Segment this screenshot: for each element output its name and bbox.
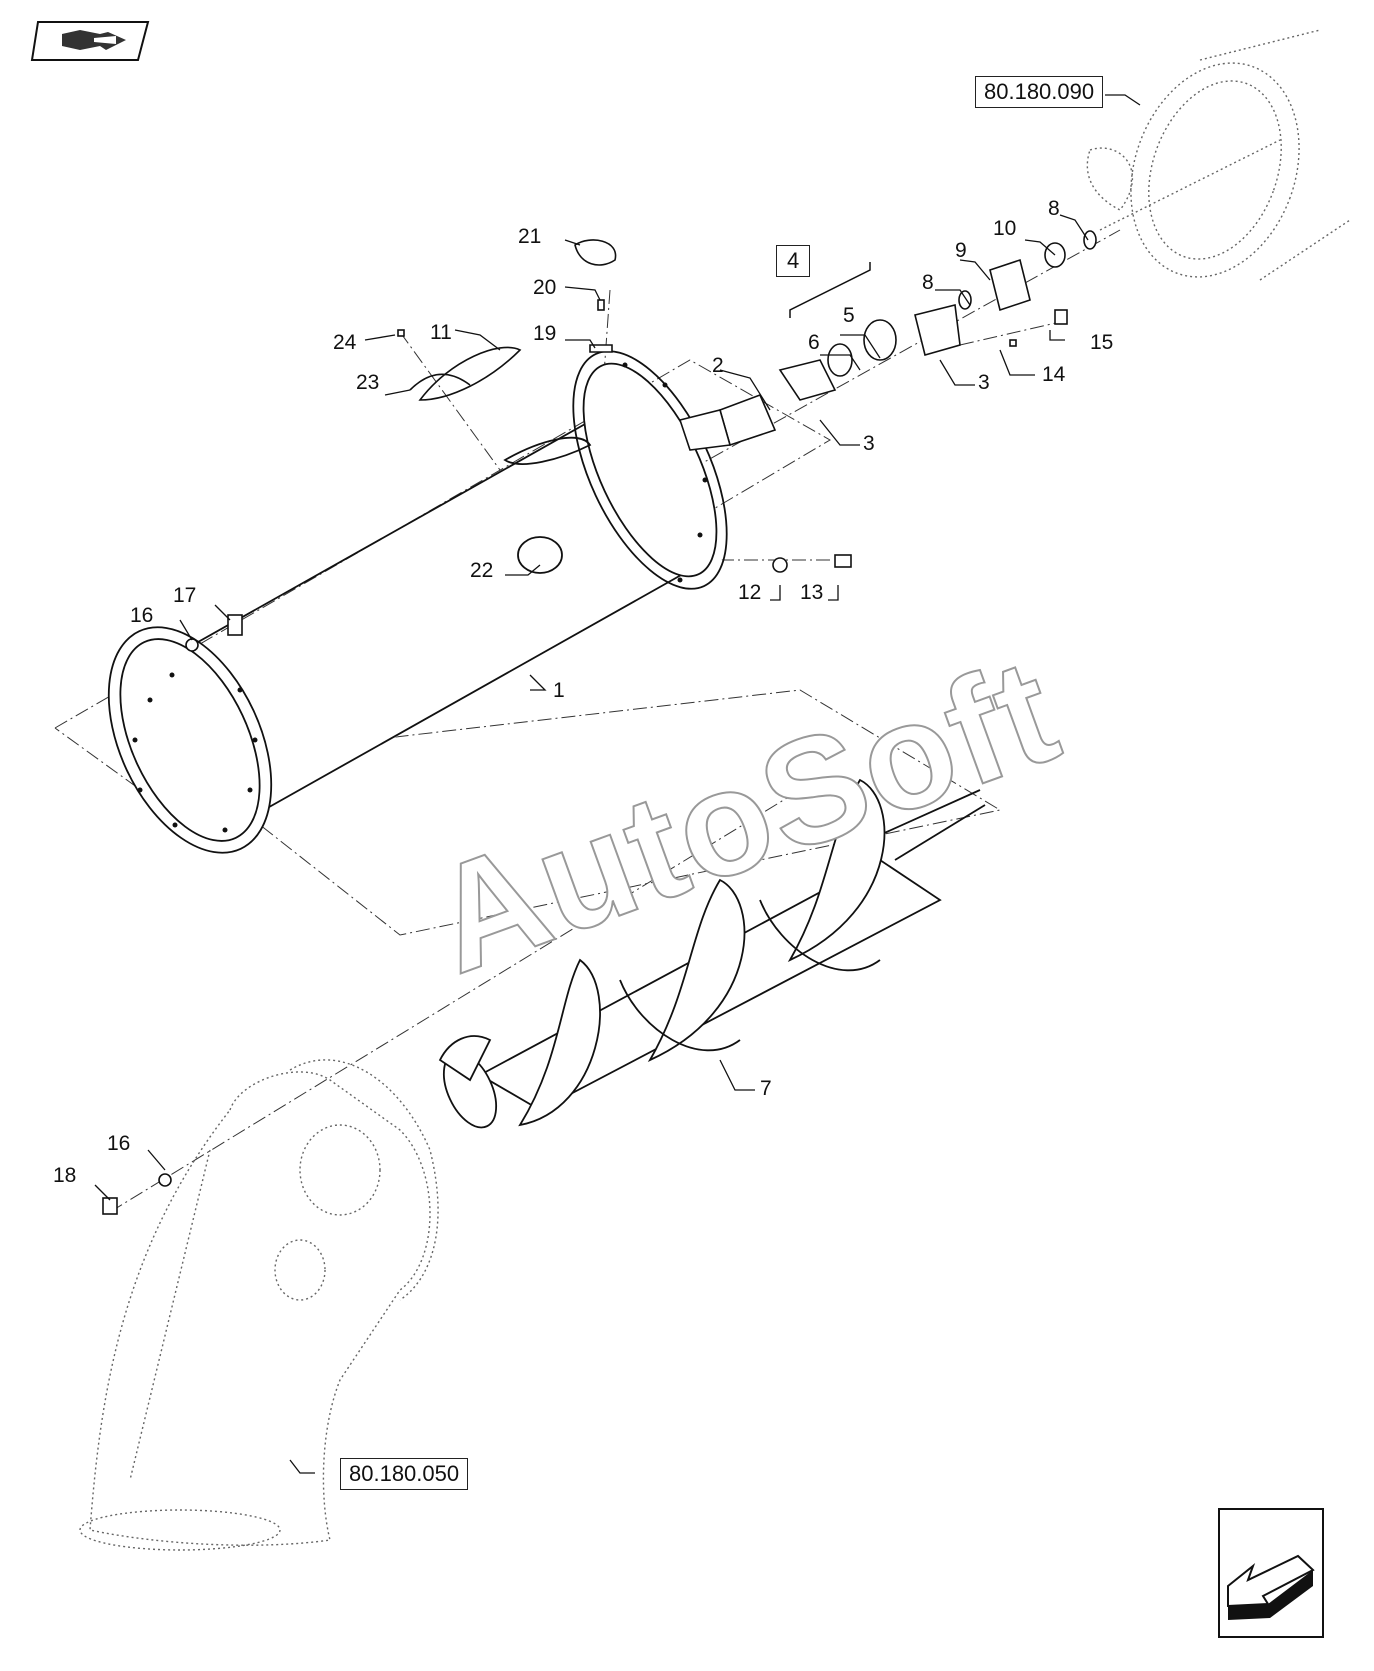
callout-18: 18 xyxy=(53,1164,77,1187)
callout-19: 19 xyxy=(533,322,557,345)
callout-17: 17 xyxy=(173,584,197,607)
callout-1: 1 xyxy=(553,679,565,702)
reference-top[interactable]: 80.180.090 xyxy=(975,76,1104,108)
callout-14: 14 xyxy=(1042,363,1066,386)
book-arrow-icon xyxy=(30,21,150,61)
callout-9: 9 xyxy=(955,239,967,262)
callout-3b: 3 xyxy=(978,371,990,394)
flight-axis xyxy=(109,789,801,1213)
callout-21: 21 xyxy=(518,225,542,248)
small-parts xyxy=(102,230,1097,1215)
leader-lines xyxy=(94,94,1141,1474)
callout-12: 12 xyxy=(738,581,762,604)
callout-10: 10 xyxy=(993,217,1017,240)
callout-2: 2 xyxy=(712,354,724,377)
auger-outline xyxy=(179,689,1002,936)
callout-15: 15 xyxy=(1090,331,1114,354)
reference-bottom[interactable]: 80.180.050 xyxy=(340,1458,469,1490)
lower-housing xyxy=(79,1059,439,1551)
callout-20: 20 xyxy=(533,276,557,299)
callout-24: 24 xyxy=(333,331,357,354)
vertical-axis xyxy=(399,331,501,471)
auger xyxy=(438,778,986,1129)
callout-6: 6 xyxy=(808,331,820,354)
bolt-axis-2 xyxy=(959,321,1061,346)
callout-8b: 8 xyxy=(1048,197,1060,220)
callout-5: 5 xyxy=(843,304,855,327)
callout-22: 22 xyxy=(470,559,494,582)
next-page-button[interactable] xyxy=(1218,1508,1324,1638)
upper-housing xyxy=(1086,29,1351,281)
callout-8a: 8 xyxy=(922,271,934,294)
auger-tube xyxy=(107,350,730,854)
callout-23: 23 xyxy=(356,371,380,394)
callout-7: 7 xyxy=(760,1077,772,1100)
callout-13: 13 xyxy=(800,581,824,604)
callout-3a: 3 xyxy=(863,432,875,455)
next-page-arrow-icon xyxy=(1218,1508,1324,1638)
kit-bracket xyxy=(789,262,871,318)
callout-16b: 16 xyxy=(107,1132,131,1155)
callout-16a: 16 xyxy=(130,604,154,627)
back-button[interactable] xyxy=(30,20,150,62)
callout-11: 11 xyxy=(430,321,452,344)
kit-label[interactable]: 4 xyxy=(776,245,811,277)
